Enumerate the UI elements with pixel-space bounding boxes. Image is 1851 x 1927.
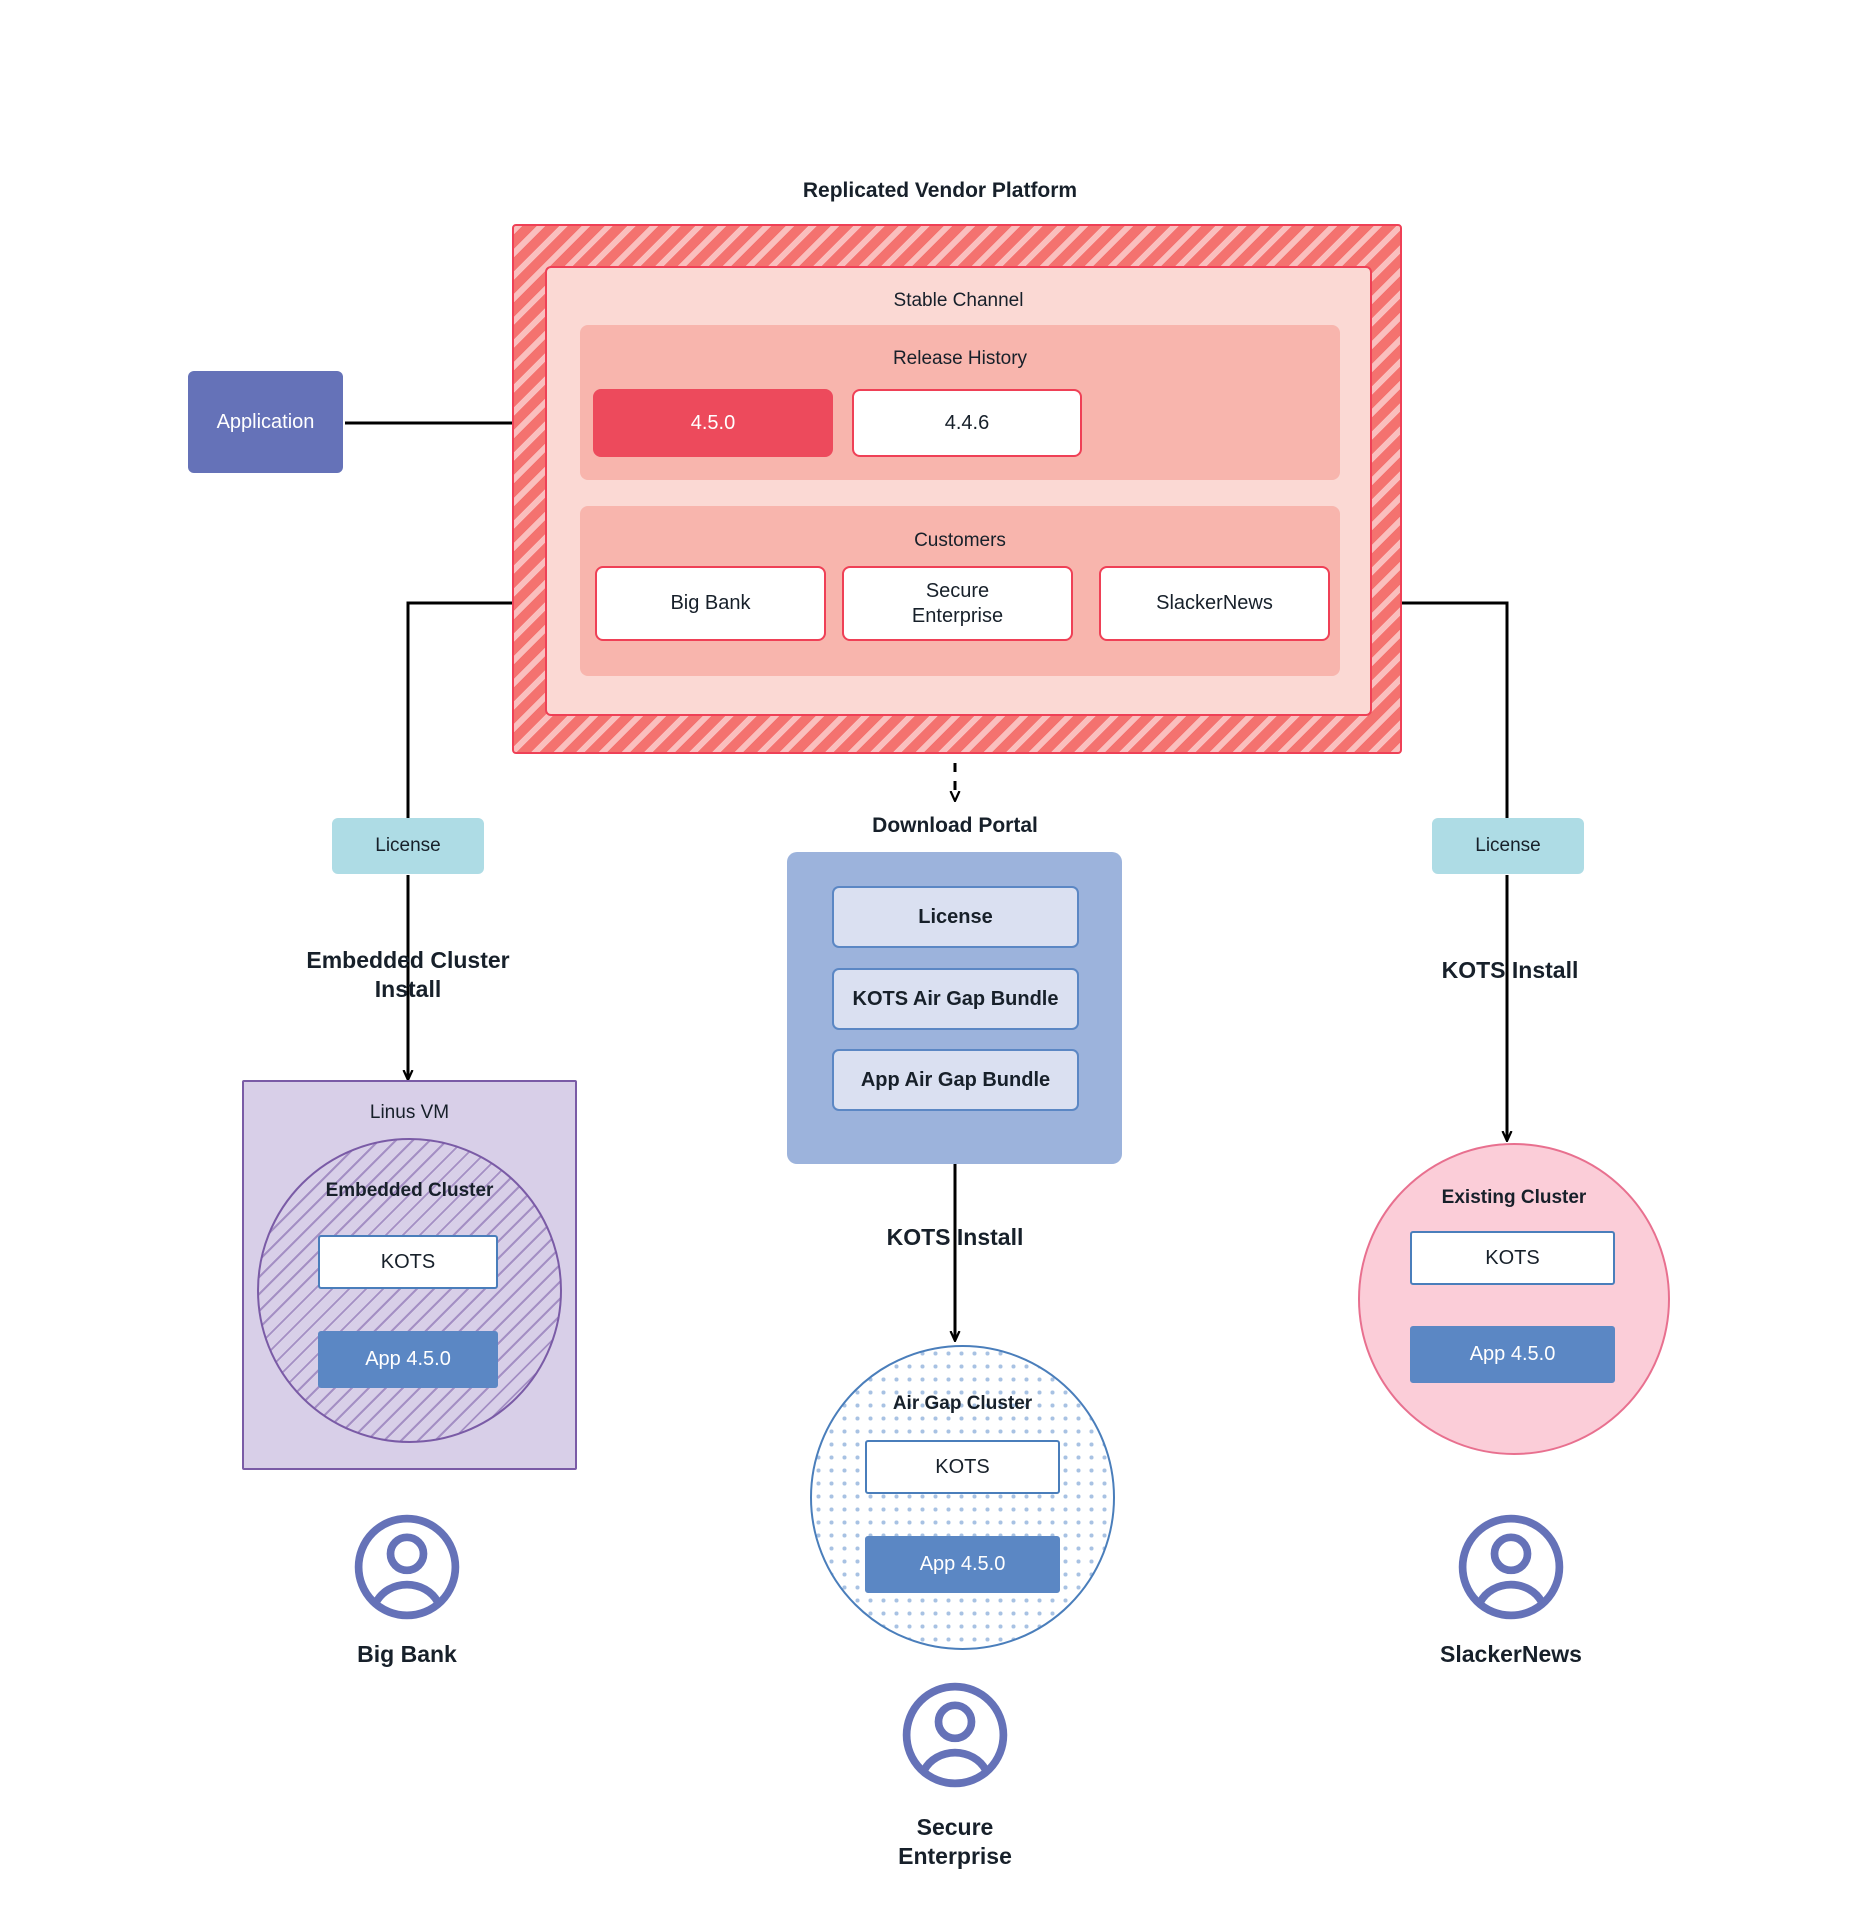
persona-label-big-bank: Big Bank [357,1640,457,1667]
release-card-current[interactable]: 4.5.0 [593,389,833,457]
application-box[interactable]: Application [188,371,343,473]
app-version-box-center[interactable]: App 4.5.0 [865,1536,1060,1593]
existing-cluster-label: Existing Cluster [1441,1187,1587,1209]
embedded-cluster-label: Embedded Cluster [325,1180,494,1202]
release-card-past[interactable]: 4.4.6 [852,389,1082,457]
portal-item-kots-air-gap-bundle[interactable]: KOTS Air Gap Bundle [832,968,1079,1030]
avatar-secure-enterprise [900,1680,1010,1790]
download-portal-title: Download Portal [872,813,1038,837]
portal-item-license[interactable]: License [832,886,1079,948]
edge-label-embedded-cluster-install: Embedded Cluster Install [306,947,510,1002]
app-version-box-left[interactable]: App 4.5.0 [318,1331,498,1388]
customer-card-slackernews[interactable]: SlackerNews [1099,566,1330,641]
user-avatar-icon [902,1682,1008,1788]
license-chip-left[interactable]: License [332,818,484,874]
kots-box-left[interactable]: KOTS [318,1235,498,1289]
embedded-cluster-circle [257,1138,562,1443]
app-version-box-right[interactable]: App 4.5.0 [1410,1326,1615,1383]
customers-label: Customers [914,530,1006,552]
air-gap-cluster-circle [810,1345,1115,1650]
stable-channel-label: Stable Channel [893,290,1024,312]
avatar-slackernews [1456,1512,1566,1622]
air-gap-cluster-label: Air Gap Cluster [892,1393,1033,1415]
portal-item-app-air-gap-bundle[interactable]: App Air Gap Bundle [832,1049,1079,1111]
kots-box-center[interactable]: KOTS [865,1440,1060,1494]
existing-cluster-circle [1358,1143,1670,1455]
linus-vm-label: Linus VM [369,1102,450,1124]
customer-card-secure-enterprise[interactable]: Secure Enterprise [842,566,1073,641]
page-title: Replicated Vendor Platform [802,178,1078,202]
edge-label-right-kots-install: KOTS Install [1441,956,1579,983]
license-chip-right[interactable]: License [1432,818,1584,874]
persona-label-secure-enterprise: Secure Enterprise [898,1814,1012,1869]
customer-card-big-bank[interactable]: Big Bank [595,566,826,641]
kots-box-right[interactable]: KOTS [1410,1231,1615,1285]
release-history-label: Release History [892,348,1028,370]
edge-label-center-kots-install: KOTS Install [886,1223,1024,1250]
avatar-big-bank [352,1512,462,1622]
persona-label-slackernews: SlackerNews [1440,1640,1582,1667]
user-avatar-icon [1458,1514,1564,1620]
user-avatar-icon [354,1514,460,1620]
